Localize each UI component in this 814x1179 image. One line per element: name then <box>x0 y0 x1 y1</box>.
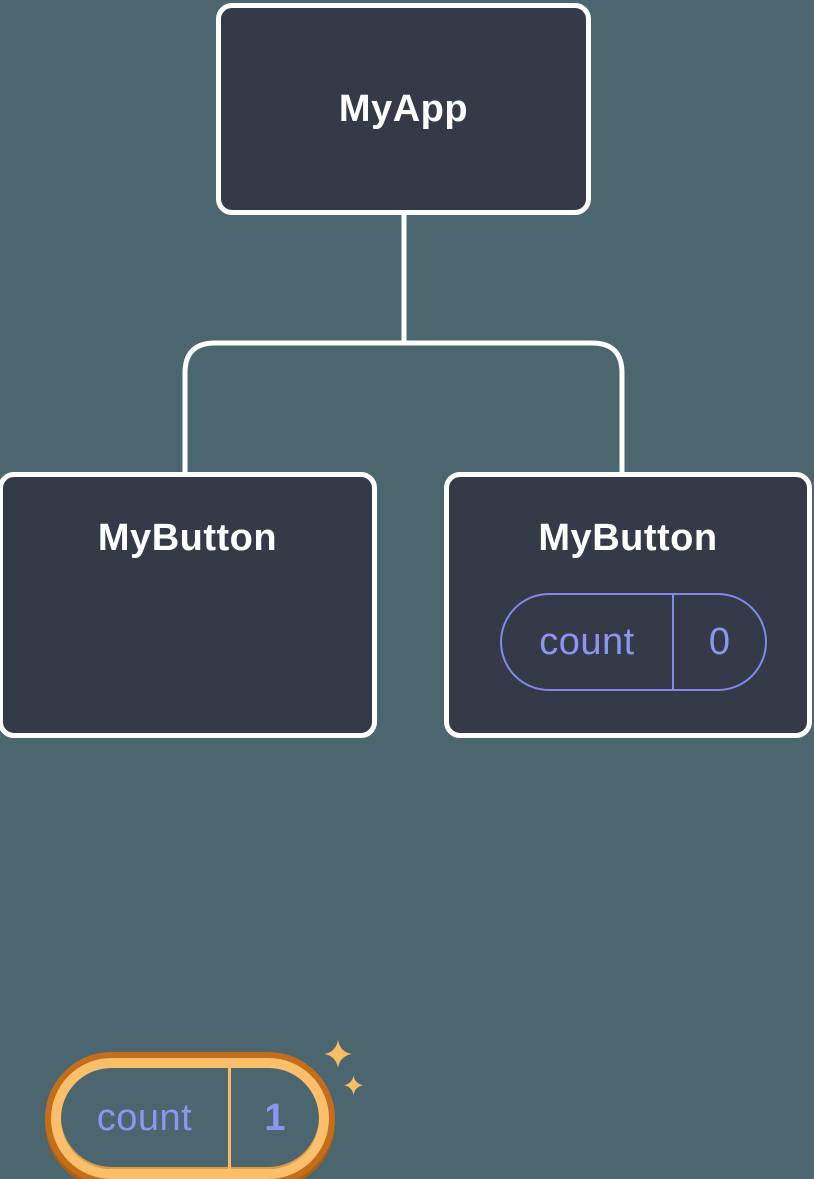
sparkle-icon-small <box>344 1075 363 1095</box>
sparkle-icon-large <box>324 1040 352 1068</box>
state-pill-highlighted: count 1 <box>51 1058 329 1179</box>
component-tree-diagram: MyApp MyButton count 1 MyButton count <box>0 3 812 1179</box>
tree-connector-lines <box>182 213 625 476</box>
node-mybutton-1-label: MyButton <box>97 517 278 559</box>
node-myapp-label: MyApp <box>338 87 469 130</box>
state-name-label: count <box>539 620 635 663</box>
state-value: 1 <box>264 1097 286 1139</box>
node-mybutton-1: MyButton count 1 <box>0 472 377 1179</box>
pill-divider <box>672 595 674 689</box>
node-mybutton-2-label: MyButton <box>538 517 718 559</box>
state-name-label: count <box>96 1097 193 1139</box>
node-myapp: MyApp <box>216 3 591 215</box>
sparkle-icon <box>324 1040 363 1095</box>
state-value: 0 <box>708 620 731 663</box>
state-pill-normal: count 0 <box>500 593 767 691</box>
node-mybutton-2: MyButton count 0 <box>444 472 812 738</box>
